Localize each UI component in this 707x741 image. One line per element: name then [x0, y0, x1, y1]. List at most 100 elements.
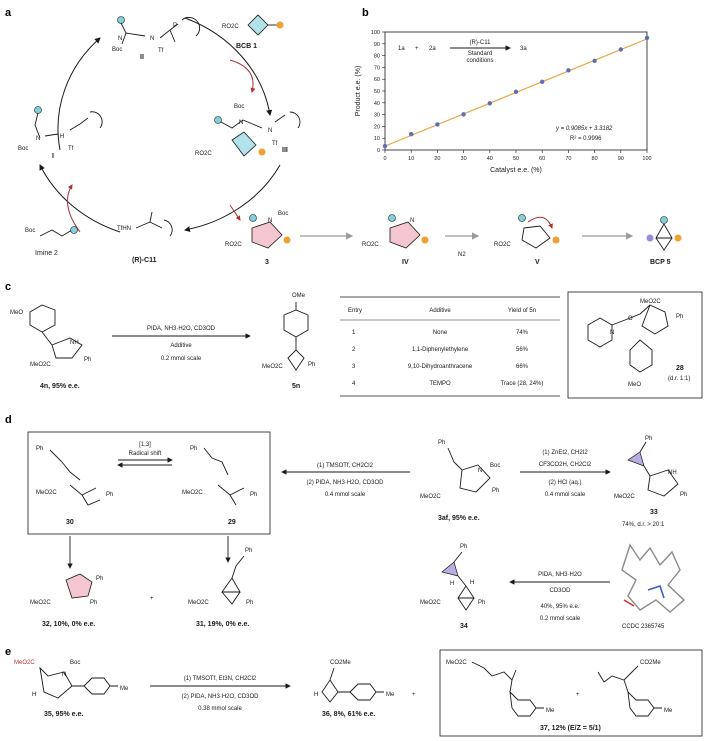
bottom-condition-4: 0.2 mmol scale	[540, 616, 581, 622]
data-point	[513, 89, 519, 95]
table-cell: 4	[352, 381, 356, 387]
boc-label: Boc	[112, 47, 122, 53]
orange-substituent-dot	[421, 236, 429, 244]
table-cell: 2	[352, 347, 356, 353]
ph-label: Ph	[680, 492, 687, 498]
substrate-35-bonds	[39, 666, 118, 699]
meo-label: MeO	[628, 382, 641, 388]
left-condition-1: (1) TMSOTf, CH2Cl2	[317, 463, 374, 469]
scheme-reactant-2a: 2a	[429, 46, 436, 52]
y-tick-label: 10	[374, 136, 380, 142]
scheme-product-3a: 3a	[520, 46, 527, 52]
x-tick-label: 90	[618, 156, 624, 162]
data-point	[644, 35, 650, 40]
y-tick-label: 60	[374, 77, 380, 83]
n-label-2: N	[268, 128, 272, 134]
ro2c-label: RO2C	[225, 242, 242, 248]
ph-label: Ph	[676, 314, 683, 320]
data-point	[409, 131, 414, 137]
x-tick-label: 100	[642, 156, 651, 162]
cyan-substituent-dot	[518, 214, 526, 222]
x-tick-label: 70	[565, 156, 571, 162]
y-tick-label: 70	[374, 65, 380, 71]
table-cell: 1,1-Diphenylethylene	[412, 347, 469, 353]
boc-label: Boc	[234, 104, 244, 110]
n2-label: N2	[458, 252, 466, 258]
byproduct-box	[439, 649, 703, 737]
adduct-28-bonds	[587, 304, 669, 348]
panel-label-c: c	[5, 281, 11, 293]
left-condition-3: 0.4 mmol scale	[325, 492, 366, 498]
x-tick-label: 40	[487, 156, 493, 162]
substrate-3af-bonds	[447, 447, 491, 493]
cyan-substituent-dot	[214, 116, 222, 124]
tf-label: Tf	[68, 146, 74, 152]
label-II: II	[140, 54, 144, 61]
table-cell: 56%	[516, 347, 529, 353]
panel-d-scheme: Ph MeO2C Ph 30 [1,3] Radical shift Ph Me…	[27, 431, 687, 630]
product-31-bonds	[221, 555, 245, 605]
intermediate-II: Boc N N Tf P II	[112, 16, 201, 61]
bcb-ring	[231, 131, 257, 157]
scheme-catalyst: (R)-C11	[470, 40, 492, 46]
boc-label: Boc	[25, 228, 35, 234]
x-tick-label: 60	[539, 156, 545, 162]
panel-label-d: d	[5, 414, 12, 426]
label-31: 31, 19%, 0% e.e.	[196, 621, 249, 628]
ome-label: OMe	[292, 293, 306, 299]
data-points	[382, 35, 650, 149]
data-point	[618, 47, 623, 52]
y-tick-label: 100	[371, 30, 380, 36]
table-header-additive: Additive	[429, 308, 451, 314]
x-tick-label: 20	[434, 156, 440, 162]
y-tick-label: 20	[374, 124, 380, 130]
purple-substituent-dot	[646, 234, 654, 242]
bottom-condition-1: PIDA, NH3·H2O	[538, 572, 582, 578]
table-cell: 66%	[516, 364, 529, 370]
y-axis-label: Product e.e. (%)	[355, 66, 362, 117]
h-label: H	[314, 692, 318, 698]
label-I: I	[52, 153, 54, 160]
intermediate-III: Boc N N Tf RO2C III	[195, 104, 301, 157]
nh-label: NH	[668, 470, 677, 476]
diene-Z-bonds	[597, 665, 662, 717]
product-34-bonds	[453, 551, 475, 611]
ph-label: Ph	[308, 362, 315, 368]
ph-label: Ph	[245, 548, 252, 554]
n-label: N	[62, 672, 66, 678]
condition-1: PIDA, NH3·H2O, CD3OD	[147, 326, 216, 332]
cycle-arrow-left	[57, 37, 101, 151]
condition-3: 0.38 mmol scale	[198, 706, 242, 712]
label-3af: 3af, 95% e.e.	[438, 515, 480, 522]
cyclopropane-ring	[441, 561, 459, 577]
ro2c-label: RO2C	[494, 242, 511, 248]
diradical-ring	[521, 225, 551, 249]
boc-label: Boc	[70, 660, 80, 666]
plus-sign: +	[576, 692, 580, 698]
co2me-label: CO2Me	[330, 660, 351, 666]
right-condition-3: (2) HCl (aq.)	[548, 480, 581, 486]
diene-E-bonds	[471, 661, 544, 717]
label-32: 32, 10%, 0% e.e.	[42, 621, 95, 628]
bcp-5: BCP 5	[646, 216, 682, 266]
o-label: O	[628, 316, 633, 322]
label-bcb-1: BCB 1	[236, 43, 257, 50]
right-condition-4: 0.4 mmol scale	[545, 492, 586, 498]
meo2c-label: MeO2C	[14, 660, 35, 666]
label-imine-2: Imine 2	[35, 250, 58, 257]
meo2c-label: MeO2C	[420, 494, 441, 500]
product-36-bonds	[321, 667, 384, 703]
bcb-ring	[247, 14, 269, 36]
intermediate-V: RO2C V	[494, 214, 560, 266]
label-III: III	[282, 147, 288, 154]
label-34: 34	[460, 623, 468, 630]
h-label: H	[32, 692, 36, 698]
table-cell: TEMPO	[429, 381, 451, 387]
azabicycle-ring	[389, 221, 421, 249]
h-label: H	[450, 581, 454, 587]
